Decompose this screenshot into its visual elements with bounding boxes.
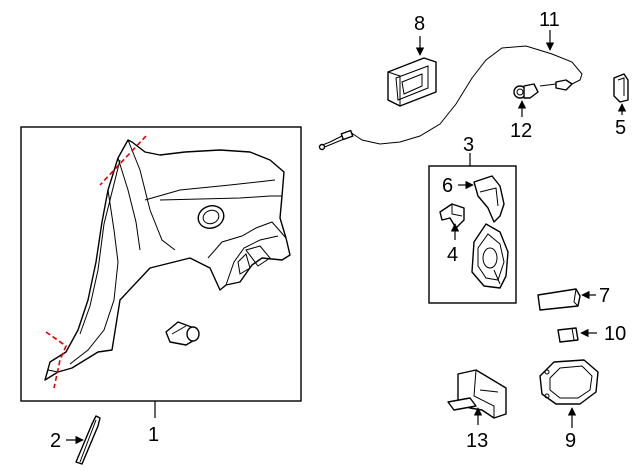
callout-3: 3	[463, 134, 474, 156]
callout-10: 10	[604, 323, 626, 345]
callout-12: 12	[510, 120, 532, 142]
clip-5-part[interactable]	[613, 73, 629, 103]
callout-8: 8	[414, 13, 425, 35]
bracket-13-part[interactable]	[447, 369, 507, 419]
release-cable-part[interactable]	[318, 45, 583, 151]
callout-9: 9	[565, 430, 576, 452]
molding-strip-part[interactable]	[75, 415, 101, 465]
housing-kit-frame	[428, 165, 517, 304]
filler-housing-part[interactable]	[471, 223, 509, 289]
cut-line-lower	[45, 331, 67, 389]
fuel-door-part[interactable]	[539, 359, 599, 405]
callout-5: 5	[615, 117, 626, 139]
part-8[interactable]	[387, 57, 437, 107]
callout-4: 4	[447, 244, 458, 266]
callout-11: 11	[539, 9, 560, 31]
clip-4-part[interactable]	[439, 203, 465, 229]
callout-7: 7	[599, 285, 610, 307]
grommet-12-part[interactable]	[513, 83, 539, 99]
quarter-panel-frame	[20, 126, 302, 402]
callout-1: 1	[148, 424, 159, 446]
callout-13: 13	[466, 430, 488, 452]
quarter-panel-part[interactable]	[44, 139, 291, 381]
callout-2: 2	[50, 430, 61, 452]
part-10[interactable]	[557, 327, 579, 343]
callout-6: 6	[442, 175, 453, 197]
cut-line-upper	[99, 135, 147, 186]
part-7[interactable]	[537, 288, 581, 311]
filler-pipe-insert	[165, 321, 200, 346]
bracket-6-part[interactable]	[473, 175, 505, 223]
fuel-door-opening	[197, 205, 225, 229]
